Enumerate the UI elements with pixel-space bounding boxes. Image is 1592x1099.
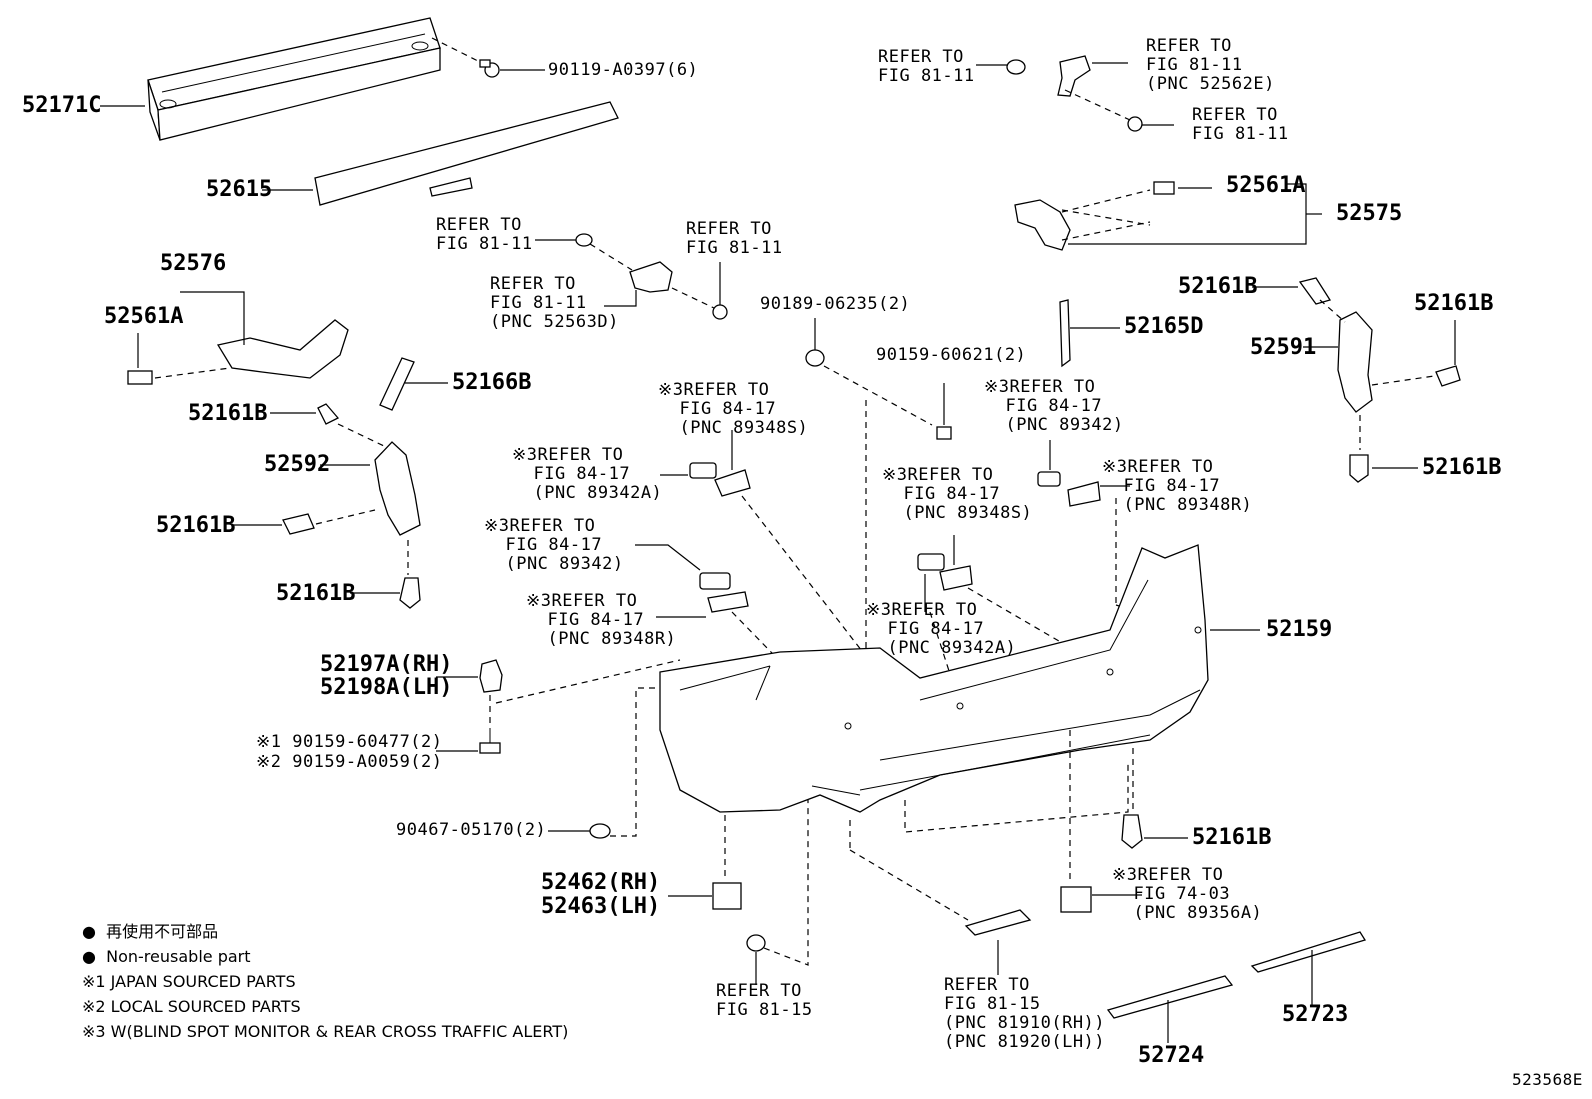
legend-local-sourced: ※2 LOCAL SOURCED PARTS xyxy=(82,997,301,1016)
sensor-right-group xyxy=(917,471,1101,591)
sensor-left-group xyxy=(689,462,751,613)
part-label-90159-A0059: ※2 90159-A0059(2) xyxy=(256,752,443,772)
bracket-52592 xyxy=(282,403,421,609)
part-label-52161B-b: 52161B xyxy=(156,513,236,538)
part-label-52159: 52159 xyxy=(1266,617,1333,642)
clip-90467 xyxy=(589,823,611,839)
refer-label-12[interactable]: ※3REFER TO FIG 84-17 (PNC 89348S) xyxy=(882,465,1033,523)
part-label-52198A: 52198A(LH) xyxy=(320,675,453,700)
part-label-90189: 90189-06235(2) xyxy=(760,294,911,314)
part-label-90467: 90467-05170(2) xyxy=(396,820,547,840)
part-label-90119: 90119-A0397(6) xyxy=(548,60,699,80)
diagram-id: 523568E xyxy=(1512,1070,1583,1089)
bracket-52575 xyxy=(1014,181,1175,251)
refer-label-17[interactable]: REFER TO FIG 81-15 (PNC 81910(RH)) (PNC … xyxy=(944,975,1106,1052)
clip-52197A xyxy=(479,659,503,754)
absorber-52615 xyxy=(314,101,619,206)
clip-52161B-lower xyxy=(1121,814,1143,849)
retainer-52166B xyxy=(379,357,415,411)
legend-non-reusable-en: ● Non-reusable part xyxy=(82,947,251,966)
molding-52723 xyxy=(1250,931,1367,973)
part-label-52592: 52592 xyxy=(264,452,331,477)
refer-label-13[interactable]: ※3REFER TO FIG 84-17 (PNC 89348R) xyxy=(1102,457,1253,515)
refer-label-8[interactable]: ※3REFER TO FIG 84-17 (PNC 89342A) xyxy=(512,445,663,503)
part-label-52462: 52462(RH) xyxy=(541,870,661,895)
refer-label-14[interactable]: ※3REFER TO FIG 84-17 (PNC 89342A) xyxy=(866,600,1017,658)
refer-label-7[interactable]: ※3REFER TO FIG 84-17 (PNC 89348S) xyxy=(658,380,809,438)
part-label-52171C: 52171C xyxy=(22,93,102,118)
legend-bsm-rcta: ※3 W(BLIND SPOT MONITOR & REAR CROSS TRA… xyxy=(82,1022,569,1041)
refer-label-16[interactable]: REFER TO FIG 81-15 xyxy=(716,981,813,1020)
cover-52462 xyxy=(712,882,742,910)
bumper-cover-52159 xyxy=(659,544,1209,813)
part-label-52575: 52575 xyxy=(1336,201,1403,226)
part-label-90159-60477: ※1 90159-60477(2) xyxy=(256,732,443,752)
bolt-90119 xyxy=(479,59,500,78)
part-label-52161B-f: 52161B xyxy=(1422,455,1502,480)
part-label-52576: 52576 xyxy=(160,251,227,276)
part-label-52615: 52615 xyxy=(206,177,273,202)
part-label-52165D: 52165D xyxy=(1124,314,1204,339)
refer-label-2[interactable]: REFER TO FIG 81-11 (PNC 52562E) xyxy=(1146,36,1275,94)
part-label-52161B-d: 52161B xyxy=(1178,274,1258,299)
part-label-52161B-a: 52161B xyxy=(188,401,268,426)
part-label-52591: 52591 xyxy=(1250,335,1317,360)
part-label-52463: 52463(LH) xyxy=(541,894,661,919)
part-label-52166B: 52166B xyxy=(452,370,532,395)
refer-label-10[interactable]: ※3REFER TO FIG 84-17 (PNC 89348R) xyxy=(526,591,677,649)
part-label-52724: 52724 xyxy=(1138,1043,1205,1068)
refer-label-9[interactable]: ※3REFER TO FIG 84-17 (PNC 89342) xyxy=(484,516,624,574)
part-label-52723: 52723 xyxy=(1282,1002,1349,1027)
part-label-52197A: 52197A(RH) xyxy=(320,652,453,677)
part-label-52161B-e: 52161B xyxy=(1414,291,1494,316)
reinforcement-52171C xyxy=(147,17,441,141)
part-label-90159-60621: 90159-60621(2) xyxy=(876,345,1027,365)
part-label-52561A-left: 52561A xyxy=(104,304,184,329)
refer-label-4[interactable]: REFER TO FIG 81-11 xyxy=(436,215,533,254)
bracket-52576 xyxy=(127,319,349,385)
refer-label-1[interactable]: REFER TO FIG 81-11 xyxy=(878,47,975,86)
cover-89356A xyxy=(1060,886,1092,913)
part-label-52161B-g: 52161B xyxy=(1192,825,1272,850)
refer-label-5[interactable]: REFER TO FIG 81-11 xyxy=(686,219,783,258)
legend-japan-sourced: ※1 JAPAN SOURCED PARTS xyxy=(82,972,296,991)
reflector xyxy=(964,909,1032,936)
clip-top-right xyxy=(1006,55,1143,132)
grommet-90189 xyxy=(805,349,952,440)
clip-81-15 xyxy=(746,934,766,952)
refer-label-15[interactable]: ※3REFER TO FIG 74-03 (PNC 89356A) xyxy=(1112,865,1263,923)
part-label-52561A-right: 52561A xyxy=(1226,173,1306,198)
refer-label-11[interactable]: ※3REFER TO FIG 84-17 (PNC 89342) xyxy=(984,377,1124,435)
refer-label-6[interactable]: REFER TO FIG 81-11 (PNC 52563D) xyxy=(490,274,619,332)
retainer-52165D xyxy=(1059,299,1071,368)
refer-label-3[interactable]: REFER TO FIG 81-11 xyxy=(1192,105,1289,144)
molding-52724 xyxy=(1106,975,1234,1019)
legend-non-reusable-jp: ● 再使用不可部品 xyxy=(82,922,219,941)
part-label-52161B-c: 52161B xyxy=(276,581,356,606)
bracket-52591 xyxy=(1298,277,1461,483)
